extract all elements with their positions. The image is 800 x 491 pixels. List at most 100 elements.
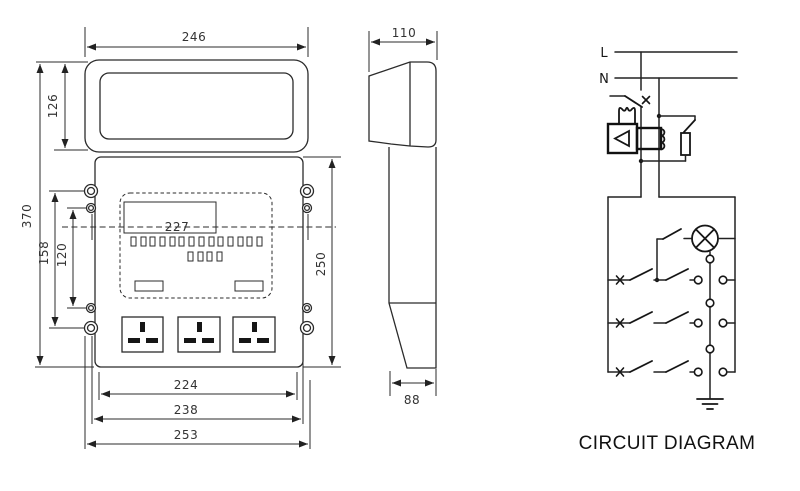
panel-label-right xyxy=(234,280,264,292)
socket-circuit-row-2 xyxy=(607,311,736,328)
switch-blade xyxy=(662,228,682,240)
earth-terminal xyxy=(705,298,715,308)
socket-circuit-row-3 xyxy=(607,360,736,377)
switch-blade xyxy=(683,119,696,133)
socket-earth-slot xyxy=(197,322,202,332)
keypad-button xyxy=(169,236,176,247)
side-cover-outline xyxy=(368,61,437,148)
circuit-diagram: L N xyxy=(579,46,756,454)
keypad-button xyxy=(256,236,263,247)
dim-top-width: 246 xyxy=(84,27,309,57)
contact-x-mark xyxy=(615,367,625,377)
mounting-hole xyxy=(303,304,311,312)
dim-hole-span-outer: 158 xyxy=(37,190,84,329)
circuit-caption: CIRCUIT DIAGRAM xyxy=(579,433,756,454)
dim-width-overall: 253 xyxy=(84,336,311,449)
contact-x-mark xyxy=(615,318,625,328)
aux-branch xyxy=(640,115,696,162)
dim-width-body: 238 xyxy=(91,336,304,424)
dim-label-120: 120 xyxy=(55,243,69,267)
side-body-outline xyxy=(388,147,437,369)
socket-2 xyxy=(177,316,221,353)
socket-outline xyxy=(121,316,164,353)
socket-live-slot xyxy=(128,338,140,343)
keypad-button xyxy=(197,251,204,262)
keypad-row-1 xyxy=(130,236,263,247)
keypad-button xyxy=(159,236,166,247)
mounting-hole xyxy=(87,204,95,212)
live-terminal xyxy=(693,275,703,285)
switch-blade xyxy=(629,268,653,281)
mounting-hole xyxy=(303,204,311,212)
main-body xyxy=(94,156,341,368)
outlet-unit xyxy=(607,196,736,410)
dim-hole-span-inner: 120 xyxy=(55,207,86,309)
socket-neutral-slot xyxy=(202,338,214,343)
dim-bottom-depth: 88 xyxy=(389,369,437,407)
socket-neutral-slot xyxy=(257,338,269,343)
contact-x-mark xyxy=(641,95,651,105)
earth-terminal xyxy=(705,254,715,264)
lamp-cross xyxy=(694,228,716,249)
panel-outline xyxy=(119,192,273,299)
dim-label-158: 158 xyxy=(37,241,51,265)
mounting-holes-left xyxy=(83,183,99,336)
top-cover-outline xyxy=(84,59,309,153)
socket-neutral-slot xyxy=(146,338,158,343)
keypad-button xyxy=(149,236,156,247)
mechanism-triangle xyxy=(613,129,630,148)
socket-1 xyxy=(121,316,164,353)
dim-body-height: 250 xyxy=(314,159,336,365)
dim-label-110: 110 xyxy=(392,26,416,40)
keypad-button xyxy=(178,236,185,247)
panel-label-left xyxy=(134,280,164,292)
mechanism-box xyxy=(606,122,639,155)
body-outline xyxy=(94,156,304,368)
earth-bus xyxy=(696,251,724,410)
switch-blade xyxy=(665,268,689,281)
dim-hole-span-horizontal: 227 xyxy=(62,214,336,240)
dim-label-250: 250 xyxy=(314,252,328,276)
control-panel xyxy=(119,192,273,299)
dim-top-depth: 110 xyxy=(368,26,438,72)
socket-earth-slot xyxy=(140,322,145,332)
mounting-hole xyxy=(86,186,96,196)
dim-label-246: 246 xyxy=(182,30,206,44)
top-cover-window xyxy=(99,72,294,140)
neutral-label: N xyxy=(599,72,609,87)
keypad-button xyxy=(140,236,147,247)
display-window xyxy=(123,201,217,234)
socket-live-slot xyxy=(184,338,196,343)
mounting-hole xyxy=(302,186,312,196)
socket-live-slot xyxy=(239,338,251,343)
switch-blade xyxy=(629,311,653,324)
switch-blade xyxy=(624,95,643,108)
side-view: 110 88 xyxy=(368,26,438,407)
keypad-button xyxy=(208,236,215,247)
coil-windings xyxy=(660,128,666,151)
live-label: L xyxy=(600,46,608,61)
main-switch xyxy=(609,51,651,198)
switch-blade xyxy=(665,360,689,373)
dim-label-253: 253 xyxy=(174,428,198,442)
mounting-holes-right xyxy=(299,183,315,336)
dim-label-224: 224 xyxy=(174,378,198,392)
switch-blade xyxy=(665,311,689,324)
dim-label-238: 238 xyxy=(174,403,198,417)
socket-3 xyxy=(232,316,276,353)
live-terminal xyxy=(693,367,703,377)
keypad-row-2 xyxy=(187,251,223,262)
front-view: 227 246 126 370 158 xyxy=(20,27,341,449)
keypad-button xyxy=(217,236,224,247)
dim-label-227: 227 xyxy=(165,220,189,234)
keypad-button xyxy=(227,236,234,247)
socket-circuit-row-1 xyxy=(607,268,736,285)
neutral-terminal xyxy=(718,275,728,285)
keypad-button xyxy=(198,236,205,247)
neutral-terminal xyxy=(718,367,728,377)
dim-label-88: 88 xyxy=(404,393,420,407)
keypad-button xyxy=(216,251,223,262)
socket-outline xyxy=(232,316,276,353)
